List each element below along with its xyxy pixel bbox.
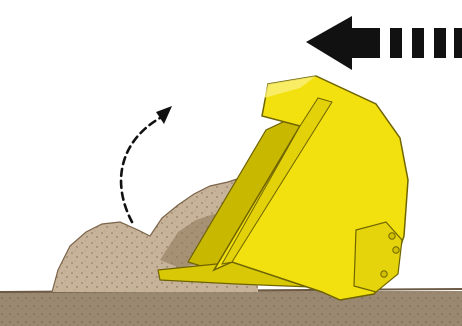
curved-up-arrow-icon [121, 106, 172, 222]
ground [0, 289, 462, 326]
loader-bucket-icon [158, 76, 408, 300]
left-arrow-icon [306, 16, 462, 70]
